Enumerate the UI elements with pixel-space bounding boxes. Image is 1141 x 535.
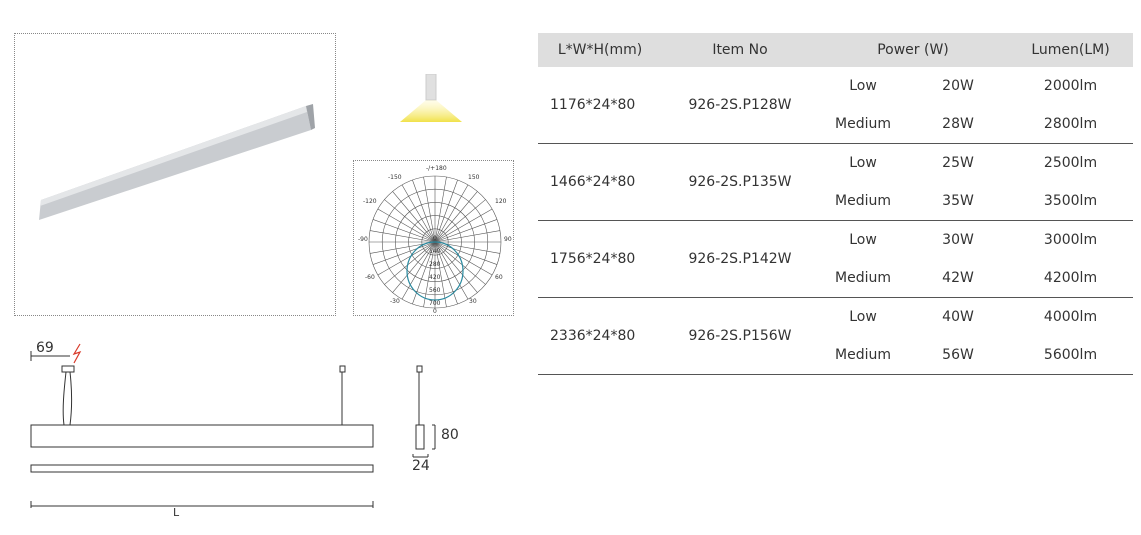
level-cell: Low xyxy=(849,155,877,171)
table-row: 1466*24*80 926-2S.P135W Low 25W 2500lm xyxy=(538,143,1133,221)
angle-label: -60 xyxy=(365,274,375,281)
dimension-cell: 2336*24*80 xyxy=(538,297,662,375)
level-cell: Medium xyxy=(818,182,908,221)
angle-label: 120 xyxy=(495,198,507,205)
radial-label: 560 xyxy=(429,287,441,294)
light-distribution-diagram: -/+180 -150 150 -120 120 -90 90 -60 60 -… xyxy=(353,160,514,316)
level-cell: Medium xyxy=(818,259,908,298)
level-cell: Low xyxy=(849,309,877,325)
power-cell: 25W xyxy=(942,155,974,171)
power-cell: 40W xyxy=(942,309,974,325)
radial-label: 280 xyxy=(429,261,441,268)
product-photo xyxy=(14,33,336,316)
lumen-cell: 4200lm xyxy=(1008,259,1133,298)
table-row: 2336*24*80 926-2S.P156W Low 40W 4000lm xyxy=(538,297,1133,375)
item-no-cell: 926-2S.P135W xyxy=(662,143,818,221)
level-cell: Low xyxy=(849,78,877,94)
table-row: Medium 35W 3500lm xyxy=(538,182,1133,221)
angle-label: -30 xyxy=(390,298,400,305)
power-cell: 28W xyxy=(908,105,1008,144)
spec-table: L*W*H(mm) Item No Power (W) Lumen(LM) 11… xyxy=(538,33,1133,375)
power-cell: 30W xyxy=(942,232,974,248)
lumen-cell: 3500lm xyxy=(1008,182,1133,221)
dimension-cell: 1756*24*80 xyxy=(538,220,662,298)
power-cell: 56W xyxy=(908,336,1008,375)
polar-chart: -/+180 -150 150 -120 120 -90 90 -60 60 -… xyxy=(358,165,512,315)
level-cell: Medium xyxy=(818,105,908,144)
cable-offset-label: 69 xyxy=(36,340,54,356)
table-row: 1756*24*80 926-2S.P142W Low 30W 3000lm xyxy=(538,220,1133,298)
lumen-cell: 2500lm xyxy=(1043,155,1098,171)
angle-label: -90 xyxy=(358,236,368,243)
light-beam-icon xyxy=(400,74,462,122)
angle-label: 30 xyxy=(469,298,477,305)
item-no-cell: 926-2S.P128W xyxy=(662,67,818,144)
angle-label: 60 xyxy=(495,274,503,281)
header-power: Power (W) xyxy=(818,33,1008,67)
radial-label: 700 xyxy=(429,300,441,307)
lumen-cell: 3000lm xyxy=(1043,232,1098,248)
table-row: 1176*24*80 926-2S.P128W Low 20W 2000lm xyxy=(538,67,1133,144)
lumen-cell: 2800lm xyxy=(1008,105,1133,144)
header-item-no: Item No xyxy=(662,33,818,67)
header-lumen: Lumen(LM) xyxy=(1008,33,1133,67)
angle-label: 150 xyxy=(468,174,480,181)
table-header-row: L*W*H(mm) Item No Power (W) Lumen(LM) xyxy=(538,33,1133,67)
lumen-cell: 5600lm xyxy=(1008,336,1133,375)
level-cell: Low xyxy=(849,232,877,248)
table-row: Medium 42W 4200lm xyxy=(538,259,1133,298)
distribution-curve xyxy=(406,241,464,301)
angle-label: 90 xyxy=(504,236,512,243)
dimension-cell: 1466*24*80 xyxy=(538,143,662,221)
radial-label: 140 xyxy=(429,248,441,255)
dimension-cell: 1176*24*80 xyxy=(538,67,662,144)
item-no-cell: 926-2S.P156W xyxy=(662,297,818,375)
item-no-cell: 926-2S.P142W xyxy=(662,220,818,298)
dimension-drawing xyxy=(30,343,436,508)
power-cell: 20W xyxy=(942,78,974,94)
length-label: L xyxy=(173,506,180,519)
radial-label: 420 xyxy=(429,274,441,281)
power-cell: 35W xyxy=(908,182,1008,221)
table-row: Medium 28W 2800lm xyxy=(538,105,1133,144)
angle-label: -120 xyxy=(363,198,377,205)
linear-light-image xyxy=(39,104,315,220)
height-label: 80 xyxy=(441,427,459,443)
lumen-cell: 2000lm xyxy=(1043,78,1098,94)
table-row: Medium 56W 5600lm xyxy=(538,336,1133,375)
level-cell: Medium xyxy=(818,336,908,375)
angle-label: 0 xyxy=(433,308,437,315)
lumen-cell: 4000lm xyxy=(1043,309,1098,325)
angle-label: -150 xyxy=(388,174,402,181)
angle-label: -/+180 xyxy=(426,165,447,172)
power-cell: 42W xyxy=(908,259,1008,298)
radial-label: 0 xyxy=(433,235,437,242)
header-dimensions: L*W*H(mm) xyxy=(538,33,662,67)
width-label: 24 xyxy=(412,458,430,474)
